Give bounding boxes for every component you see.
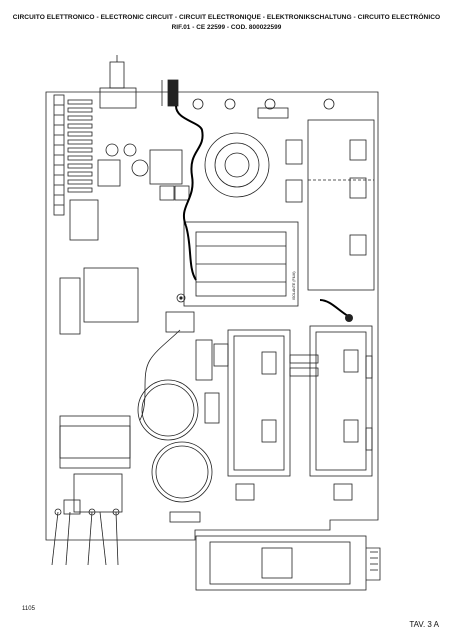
page-code: 1105 — [22, 606, 35, 612]
fuse — [167, 79, 179, 107]
relay — [73, 473, 123, 513]
top-switch — [109, 61, 125, 89]
capacitor-box-2 — [285, 179, 303, 203]
capacitor-box-1 — [285, 139, 303, 165]
ic-mid — [165, 311, 195, 333]
toroid-inductor — [204, 132, 270, 198]
header-title: CIRCUITO ELETTRONICO - ELECTRONIC CIRCUI… — [12, 14, 441, 21]
bridge-rectifier — [83, 267, 139, 323]
pcb-outline — [45, 91, 379, 541]
top-connector — [99, 87, 137, 109]
ic-left — [69, 199, 99, 241]
left-pin-header — [53, 94, 65, 216]
power-module-left — [227, 329, 291, 477]
power-module-right — [309, 325, 373, 477]
ic-small — [97, 159, 121, 187]
capacitor-mid — [131, 159, 149, 177]
capacitor-top-2 — [224, 98, 236, 110]
table-reference: TAV. 3 A — [409, 620, 439, 629]
isolating-film-label: ISOLANTE (FILM) — [292, 271, 296, 300]
main-transformer — [183, 221, 299, 307]
header-reference: RIF.01 - CE 22599 - COD. 800022599 — [171, 24, 282, 31]
rotary-block — [195, 535, 367, 591]
resistor-array — [67, 99, 93, 193]
capacitor-top-3 — [264, 98, 276, 110]
capacitor-top-1 — [192, 98, 204, 110]
electrolytic-cap-1 — [137, 379, 199, 441]
transformer-left — [59, 415, 131, 469]
resistor-top — [257, 107, 289, 119]
electrolytic-cap-2 — [151, 441, 213, 503]
transformer-small — [149, 149, 183, 185]
heatsink-right — [307, 119, 375, 291]
capacitor-top-4 — [323, 98, 335, 110]
solder-point — [345, 314, 353, 322]
